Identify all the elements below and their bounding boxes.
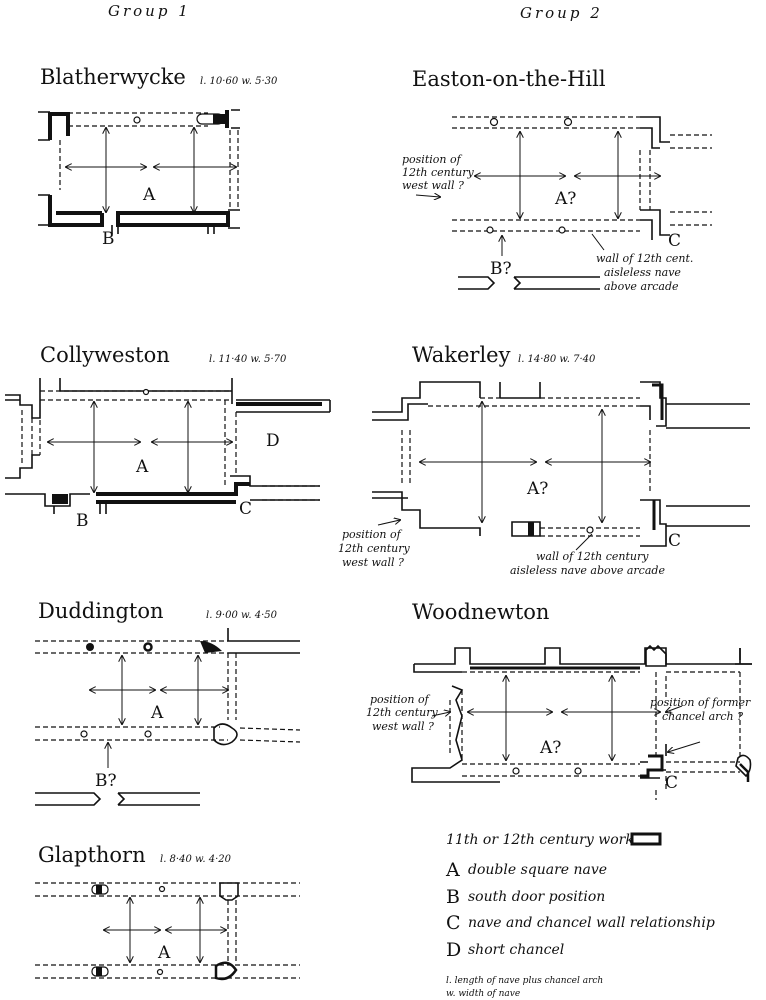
wakerley-note-pos-3: west wall ? xyxy=(342,556,404,569)
woodnewton-note-former-2: chancel arch ? xyxy=(662,710,743,723)
legend-swatch-label: 11th or 12th century work xyxy=(446,832,634,848)
group-2-heading: Group 2 xyxy=(520,4,603,22)
easton-label-a: A? xyxy=(554,189,576,209)
collyweston-label-c: C xyxy=(239,499,252,519)
wakerley-note-pos-1: position of xyxy=(342,528,403,541)
legend-abbr-l: l. length of nave plus chancel arch xyxy=(446,976,603,986)
easton-note-pos-1: position of xyxy=(402,153,463,166)
plan-woodnewton: Woodnewton A? C position of 12th century… xyxy=(366,600,752,800)
easton-note-pos-3: west wall ? xyxy=(402,179,464,192)
duddington-title: Duddington xyxy=(38,599,164,623)
easton-note-wall-1: wall of 12th cent. xyxy=(596,252,693,265)
legend: 11th or 12th century work A double squar… xyxy=(445,832,715,999)
duddington-dimensions: l. 9·00 w. 4·50 xyxy=(206,610,278,621)
plan-blatherwycke: Blatherwycke l. 10·60 w. 5·30 A B xyxy=(38,65,278,249)
woodnewton-note-pos-2: 12th century xyxy=(366,706,439,719)
wakerley-note-wall-2: aisleless nave above arcade xyxy=(510,564,665,577)
blatherwycke-label-a: A xyxy=(142,185,156,205)
legend-key-c: C xyxy=(446,912,461,934)
plan-collyweston: Collyweston l. 11·40 w. 5·70 A B C D xyxy=(5,343,331,531)
collyweston-dimensions: l. 11·40 w. 5·70 xyxy=(209,354,287,365)
easton-label-b: B? xyxy=(490,259,512,279)
wakerley-title: Wakerley xyxy=(412,343,511,367)
collyweston-title: Collyweston xyxy=(40,343,170,367)
woodnewton-label-a: A? xyxy=(539,738,561,758)
blatherwycke-dimensions: l. 10·60 w. 5·30 xyxy=(200,76,278,87)
easton-label-c: C xyxy=(668,231,681,251)
woodnewton-title: Woodnewton xyxy=(412,600,549,624)
legend-text-a: double square nave xyxy=(468,862,607,878)
duddington-label-a: A xyxy=(150,703,164,723)
woodnewton-note-pos-3: west wall ? xyxy=(372,720,434,733)
legend-key-b: B xyxy=(446,886,460,908)
easton-note-wall-3: above arcade xyxy=(604,280,679,293)
woodnewton-label-c: C xyxy=(665,773,678,793)
duddington-label-b: B? xyxy=(95,771,117,791)
plan-glapthorn: Glapthorn l. 8·40 w. 4·20 A xyxy=(35,843,300,981)
group-1-heading: Group 1 xyxy=(108,2,191,20)
glapthorn-label-a: A xyxy=(157,943,171,963)
easton-title: Easton-on-the-Hill xyxy=(412,67,606,91)
legend-key-d: D xyxy=(446,939,461,961)
plan-duddington: Duddington l. 9·00 w. 4·50 A B? xyxy=(35,599,301,806)
wakerley-note-wall-1: wall of 12th century xyxy=(536,550,649,563)
wakerley-note-pos-2: 12th century xyxy=(338,542,411,555)
legend-key-a: A xyxy=(445,859,460,881)
glapthorn-title: Glapthorn xyxy=(38,843,146,867)
wakerley-label-c: C xyxy=(668,531,681,551)
plan-wakerley: Wakerley l. 14·80 w. 7·40 A? C position … xyxy=(338,343,750,577)
woodnewton-note-pos-1: position of xyxy=(370,693,431,706)
collyweston-label-d: D xyxy=(266,431,280,451)
collyweston-label-b: B xyxy=(76,511,89,531)
blatherwycke-label-b: B xyxy=(102,229,115,249)
glapthorn-dimensions: l. 8·40 w. 4·20 xyxy=(160,854,232,865)
legend-text-c: nave and chancel wall relationship xyxy=(468,915,715,931)
legend-text-b: south door position xyxy=(468,889,605,905)
wakerley-label-a: A? xyxy=(526,479,548,499)
legend-text-d: short chancel xyxy=(468,942,564,958)
wakerley-dimensions: l. 14·80 w. 7·40 xyxy=(518,354,596,365)
legend-swatch xyxy=(630,832,662,846)
collyweston-label-a: A xyxy=(135,457,149,477)
blatherwycke-title: Blatherwycke xyxy=(40,65,186,89)
legend-abbr-w: w. width of nave xyxy=(446,989,520,999)
easton-note-pos-2: 12th century xyxy=(402,166,475,179)
easton-note-wall-2: aisleless nave xyxy=(604,266,681,279)
plan-easton-on-the-hill: Easton-on-the-Hill position of 12th cent… xyxy=(402,67,712,293)
woodnewton-note-former-1: position of former xyxy=(650,696,751,709)
